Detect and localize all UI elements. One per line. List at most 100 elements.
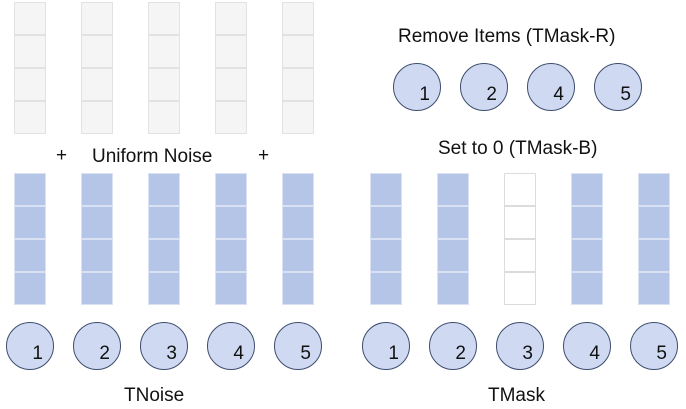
embedding-cell (437, 206, 469, 239)
noise-cell (81, 68, 113, 101)
embedding-cell (638, 206, 670, 239)
embedding-cell (81, 206, 113, 239)
item-number: 5 (656, 343, 667, 364)
embedding-cell (370, 272, 402, 305)
embedding-column (14, 173, 48, 309)
noise-cell (148, 68, 180, 101)
embedding-cell (14, 272, 46, 305)
noise-cell (282, 101, 314, 134)
zeroed-cell (504, 272, 536, 305)
embedding-cell (282, 173, 314, 206)
embedding-cell (282, 206, 314, 239)
embedding-cell (81, 239, 113, 272)
embedding-cell (14, 206, 46, 239)
noise-cell (81, 2, 113, 35)
item-number: 4 (589, 343, 600, 364)
embedding-cell (215, 173, 247, 206)
embedding-column (215, 173, 249, 309)
noise-cell (81, 35, 113, 68)
noise-cell (148, 101, 180, 134)
embedding-cell (215, 239, 247, 272)
zeroed-column (504, 173, 538, 309)
noise-cell (14, 101, 46, 134)
noise-cell (215, 68, 247, 101)
embedding-cell (437, 173, 469, 206)
embedding-column (282, 173, 316, 309)
item-circle: 4 (207, 322, 255, 370)
embedding-cell (638, 272, 670, 305)
item-circle: 1 (362, 322, 410, 370)
item-number: 3 (166, 343, 177, 364)
uniform-noise-label: Uniform Noise (92, 146, 213, 167)
item-circle: 2 (429, 322, 477, 370)
item-number: 2 (99, 343, 110, 364)
noise-column (215, 2, 249, 138)
noise-cell (148, 2, 180, 35)
embedding-cell (14, 239, 46, 272)
item-circle: 5 (274, 322, 322, 370)
embedding-cell (215, 206, 247, 239)
embedding-cell (370, 239, 402, 272)
embedding-cell (638, 173, 670, 206)
item-circle: 4 (563, 322, 611, 370)
noise-column (81, 2, 115, 138)
item-circle: 4 (527, 63, 575, 111)
item-circle: 1 (6, 322, 54, 370)
noise-cell (215, 2, 247, 35)
item-number: 1 (32, 343, 43, 364)
noise-cell (215, 101, 247, 134)
embedding-cell (282, 239, 314, 272)
tnoise-caption: TNoise (124, 385, 185, 406)
embedding-column (370, 173, 404, 309)
embedding-cell (571, 206, 603, 239)
embedding-cell (81, 272, 113, 305)
item-number: 4 (233, 343, 244, 364)
item-circle: 3 (140, 322, 188, 370)
embedding-cell (370, 173, 402, 206)
embedding-cell (148, 239, 180, 272)
zeroed-cell (504, 206, 536, 239)
item-number: 3 (522, 343, 533, 364)
item-number: 1 (388, 343, 399, 364)
item-number: 4 (553, 84, 564, 105)
embedding-cell (638, 239, 670, 272)
item-number: 1 (419, 84, 430, 105)
item-circle: 5 (630, 322, 678, 370)
noise-cell (282, 2, 314, 35)
noise-cell (14, 68, 46, 101)
item-number: 5 (300, 343, 311, 364)
noise-cell (215, 35, 247, 68)
noise-column (14, 2, 48, 138)
embedding-cell (437, 239, 469, 272)
embedding-cell (148, 272, 180, 305)
set-zero-title: Set to 0 (TMask-B) (438, 138, 598, 159)
embedding-cell (571, 272, 603, 305)
item-circle: 2 (73, 322, 121, 370)
noise-column (148, 2, 182, 138)
plus-sign-left: + (56, 145, 68, 166)
item-circle: 2 (460, 63, 508, 111)
embedding-cell (437, 272, 469, 305)
item-circle: 1 (393, 63, 441, 111)
embedding-cell (571, 173, 603, 206)
embedding-cell (282, 272, 314, 305)
embedding-cell (148, 206, 180, 239)
item-number: 5 (620, 84, 631, 105)
embedding-cell (370, 206, 402, 239)
embedding-column (148, 173, 182, 309)
tmask-caption: TMask (488, 385, 545, 406)
embedding-cell (14, 173, 46, 206)
noise-cell (81, 101, 113, 134)
zeroed-cell (504, 239, 536, 272)
embedding-column (81, 173, 115, 309)
noise-cell (148, 35, 180, 68)
item-circle: 3 (496, 322, 544, 370)
noise-column (282, 2, 316, 138)
embedding-cell (215, 272, 247, 305)
embedding-cell (148, 173, 180, 206)
embedding-column (638, 173, 672, 309)
item-number: 2 (486, 84, 497, 105)
zeroed-cell (504, 173, 536, 206)
embedding-cell (81, 173, 113, 206)
embedding-column (437, 173, 471, 309)
